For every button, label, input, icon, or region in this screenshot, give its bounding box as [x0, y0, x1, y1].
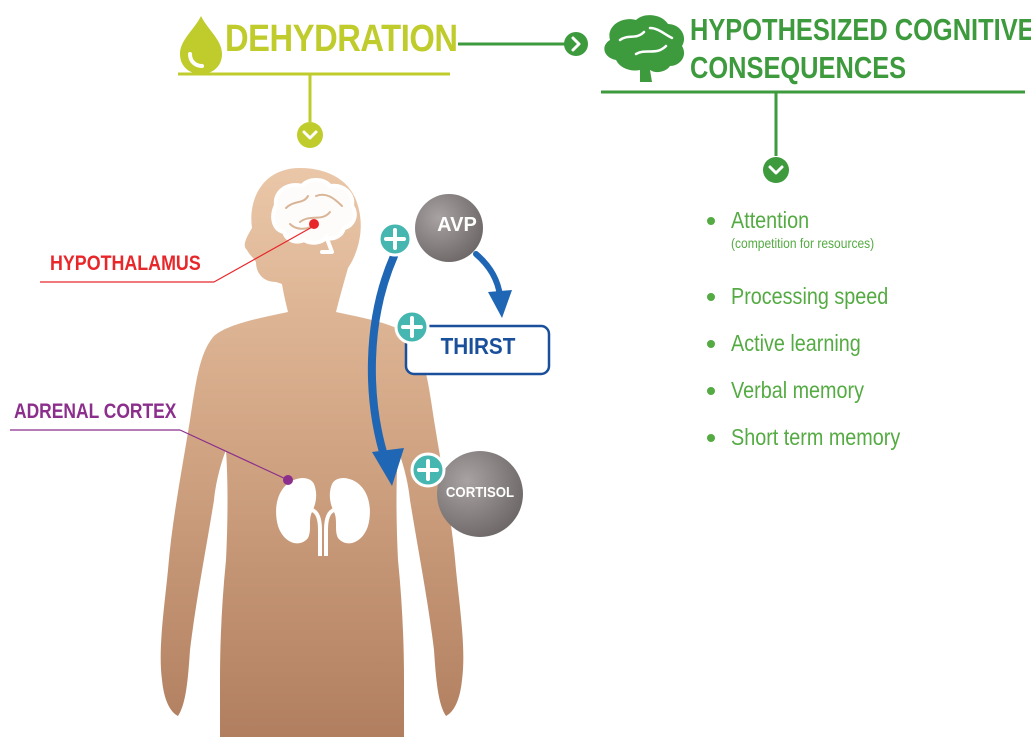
avp-to-thirst-arrow	[476, 254, 500, 296]
plus-icon	[412, 454, 444, 486]
consequences-title-line2: CONSEQUENCES	[690, 50, 906, 85]
adrenal-dot	[283, 475, 293, 485]
hypothalamus-dot	[309, 219, 319, 229]
consequence-note: (competition for resources)	[731, 235, 900, 251]
consequence-label: Short term memory	[731, 422, 900, 452]
consequences-title: HYPOTHESIZED COGNITIVE CONSEQUENCES	[690, 11, 1031, 87]
human-body-icon	[161, 168, 464, 737]
list-item: Processing speed	[707, 281, 928, 328]
plus-icon	[379, 223, 411, 255]
consequence-label: Verbal memory	[731, 375, 900, 405]
brain-icon	[604, 15, 684, 82]
hypothalamus-label: HYPOTHALAMUS	[50, 252, 201, 276]
list-item: Attention (competition for resources)	[707, 205, 928, 281]
consequence-label: Active learning	[731, 328, 900, 358]
list-item: Active learning	[707, 328, 928, 375]
avp-label: AVP	[427, 214, 487, 237]
chevron-down-icon	[297, 122, 323, 148]
adrenal-cortex-label: ADRENAL CORTEX	[14, 400, 176, 424]
avp-to-thirst-arrowhead	[488, 290, 512, 318]
list-item: Verbal memory	[707, 375, 928, 422]
water-drop-icon	[180, 16, 222, 74]
consequences-title-line1: HYPOTHESIZED COGNITIVE	[690, 12, 1031, 47]
chevron-right-icon	[564, 32, 588, 56]
dehydration-title: DEHYDRATION	[225, 18, 458, 61]
thirst-label: THIRST	[415, 333, 541, 360]
consequence-list: Attention (competition for resources) Pr…	[707, 205, 928, 469]
list-item: Short term memory	[707, 422, 928, 469]
consequence-label: Attention	[731, 205, 900, 235]
chevron-down-icon	[763, 157, 789, 183]
consequence-label: Processing speed	[731, 281, 900, 311]
cortisol-label: CORTISOL	[442, 484, 518, 501]
